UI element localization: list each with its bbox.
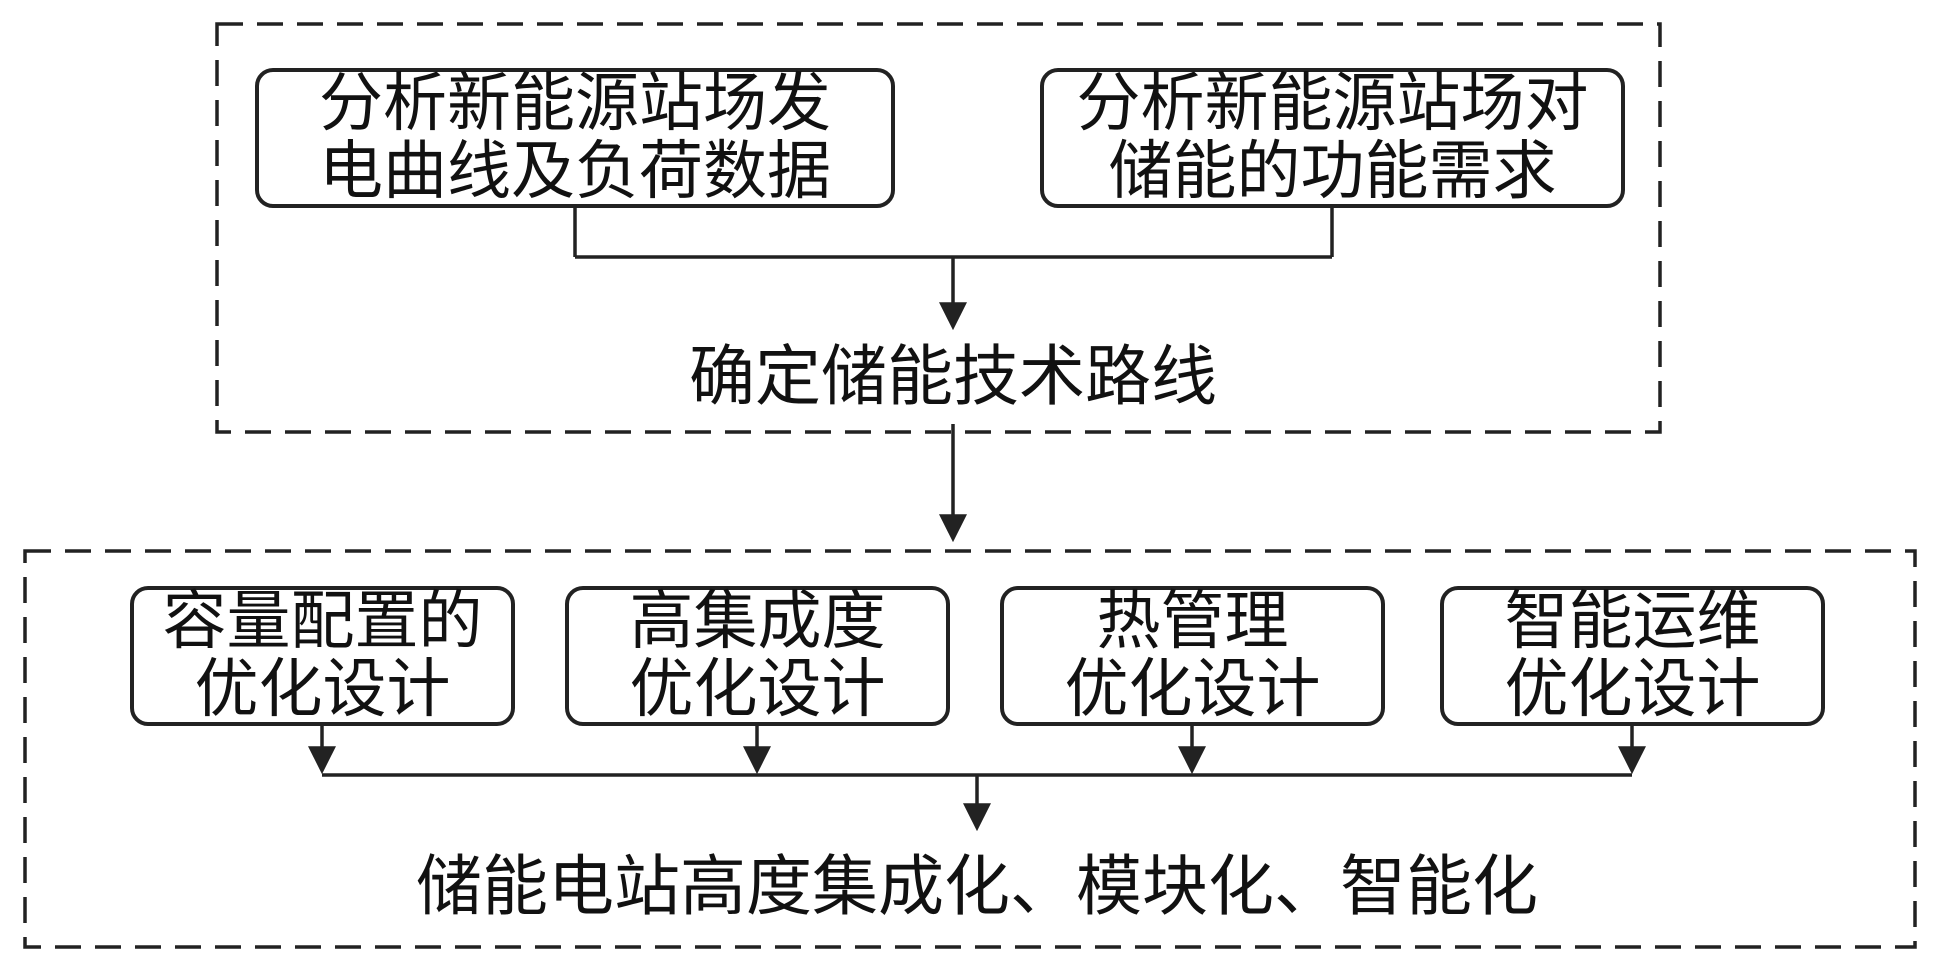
high-integration-box: 高集成度 优化设计 bbox=[565, 586, 950, 726]
capacity-config-line1: 容量配置的 bbox=[162, 585, 483, 658]
thermal-management-box: 热管理 优化设计 bbox=[1000, 586, 1385, 726]
analysis-demand-line1: 分析新能源站场对 bbox=[1076, 67, 1589, 140]
analysis-generation-line2: 电曲线及负荷数据 bbox=[319, 135, 831, 207]
intelligent-ops-box: 智能运维 优化设计 bbox=[1440, 586, 1825, 726]
analysis-demand-box: 分析新能源站场对 储能的功能需求 bbox=[1040, 68, 1625, 208]
intelligent-ops-line1: 智能运维 bbox=[1504, 585, 1761, 658]
high-integration-line2: 优化设计 bbox=[629, 653, 886, 725]
bottom-dashed-frame bbox=[23, 549, 1917, 949]
thermal-management-line1: 热管理 bbox=[1096, 585, 1289, 658]
analysis-generation-box: 分析新能源站场发 电曲线及负荷数据 bbox=[255, 68, 895, 208]
top-merge-lines bbox=[573, 206, 1334, 259]
goal-label: 储能电站高度集成化、模块化、智能化 bbox=[416, 849, 1538, 923]
thermal-management-line2: 优化设计 bbox=[1064, 653, 1321, 725]
capacity-config-box: 容量配置的 优化设计 bbox=[130, 586, 515, 726]
intelligent-ops-line2: 优化设计 bbox=[1504, 653, 1761, 725]
top-dashed-frame bbox=[215, 22, 1662, 434]
analysis-generation-line1: 分析新能源站场发 bbox=[319, 67, 831, 140]
high-integration-line1: 高集成度 bbox=[629, 585, 886, 658]
analysis-demand-line2: 储能的功能需求 bbox=[1108, 135, 1557, 207]
tech-route-label: 确定储能技术路线 bbox=[689, 339, 1217, 413]
capacity-config-line2: 优化设计 bbox=[194, 653, 451, 725]
